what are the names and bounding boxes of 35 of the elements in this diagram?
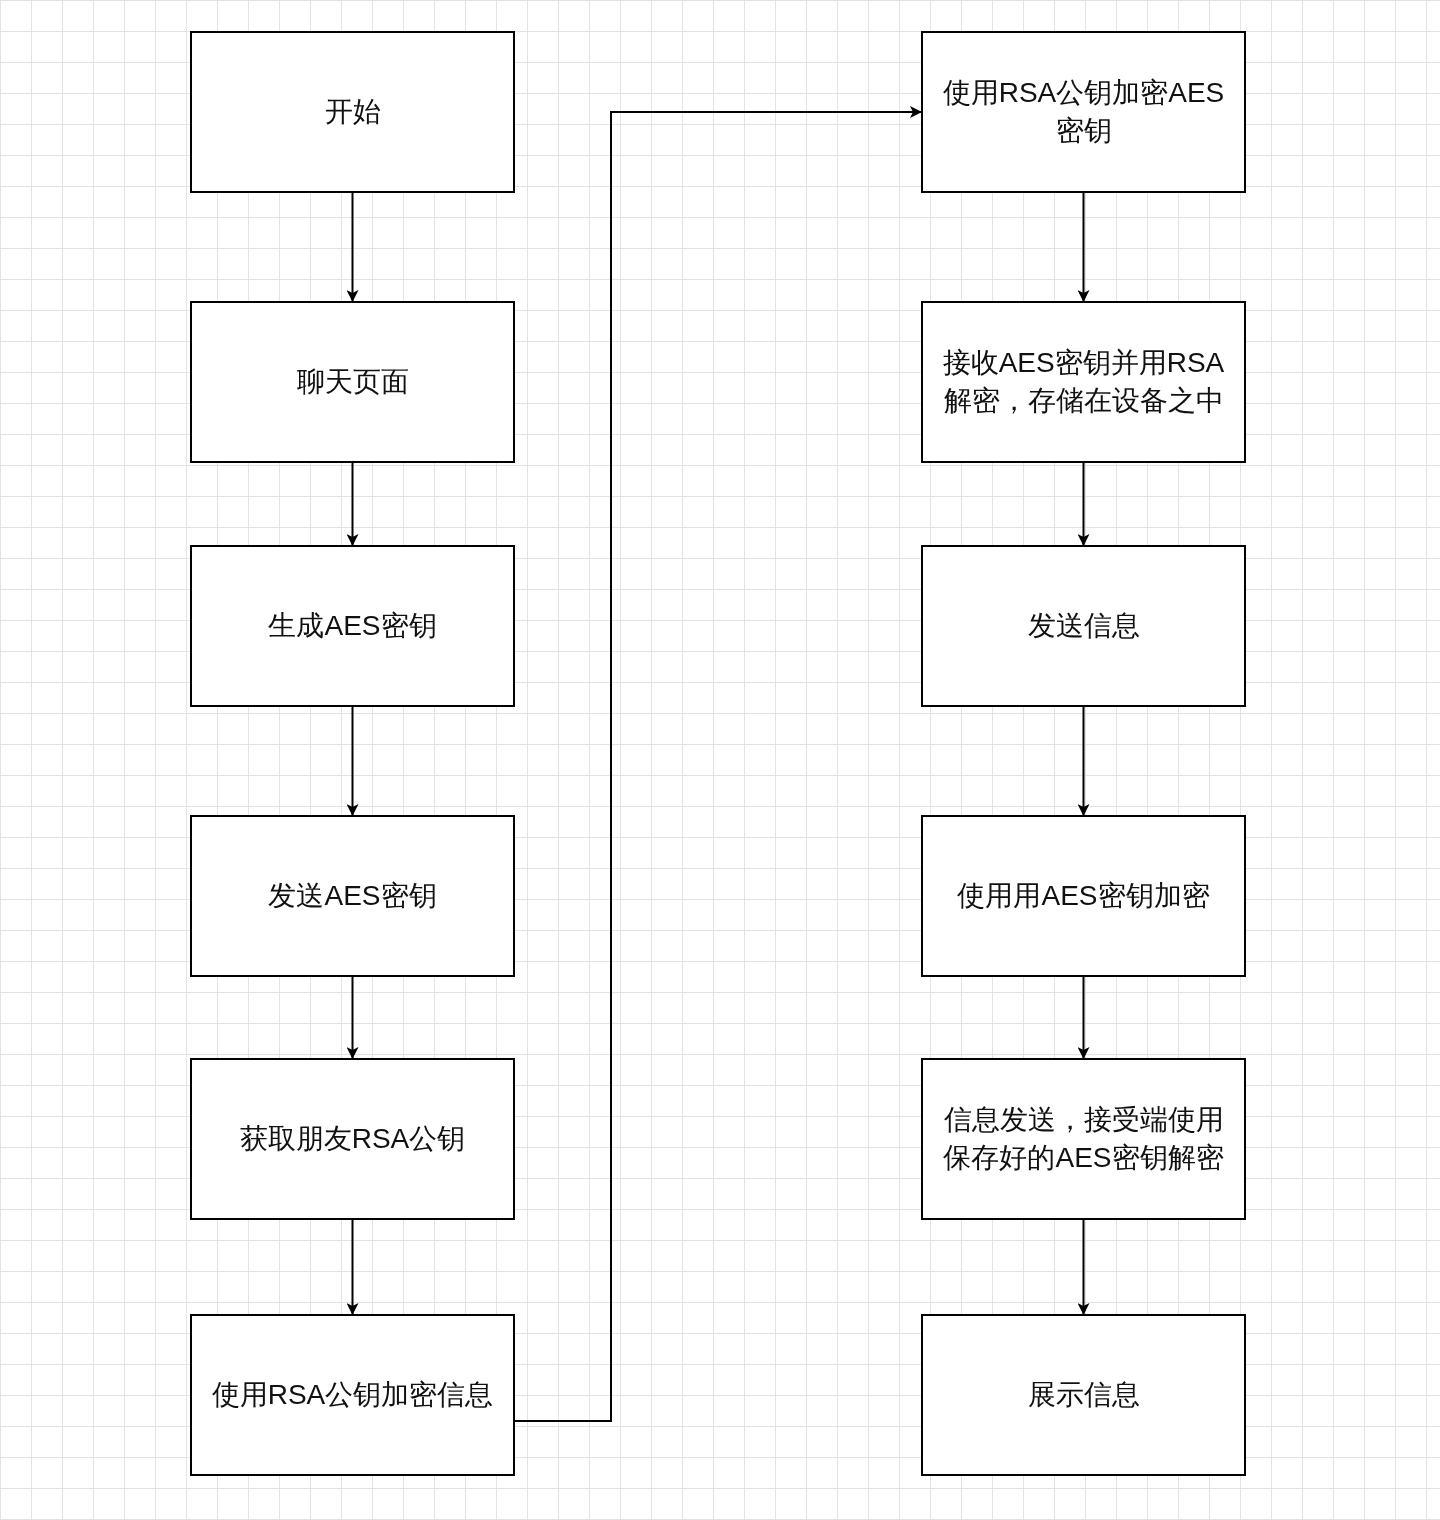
process-box (921, 815, 1246, 977)
process-box (190, 1314, 515, 1476)
box-text: 展示信息 (1027, 1378, 1140, 1412)
arrow (1077, 976, 1090, 1059)
box-text: 使用用AES密钥加密 (957, 879, 1210, 913)
arrow (1077, 1219, 1090, 1315)
process-box (921, 31, 1246, 193)
box-text: 聊天页面 (296, 365, 409, 399)
arrow (346, 462, 359, 546)
box-text: 生成AES密钥 (268, 609, 437, 643)
arrow (346, 976, 359, 1059)
process-box (190, 545, 515, 707)
box-text: 开始 (324, 95, 381, 129)
arrow (1077, 706, 1090, 816)
process-box (190, 815, 515, 977)
process-box (921, 545, 1246, 707)
arrow (346, 1219, 359, 1315)
box-text: 获取朋友RSA公钥 (239, 1122, 466, 1156)
box-text: 发送信息 (1027, 609, 1140, 643)
arrow (346, 706, 359, 816)
box-text: 使用RSA公钥加密信息 (211, 1378, 494, 1412)
arrow (1077, 462, 1090, 546)
arrow (1077, 192, 1090, 302)
process-box (921, 1058, 1246, 1220)
process-box (921, 301, 1246, 463)
process-box (921, 1314, 1246, 1476)
process-box (190, 31, 515, 193)
box-text: 使用RSA公钥加密AES密钥 (941, 76, 1226, 148)
box-text: 发送AES密钥 (268, 879, 437, 913)
arrow (346, 192, 359, 302)
arrow (514, 106, 922, 1422)
process-box (190, 1058, 515, 1220)
process-box (190, 301, 515, 463)
box-text: 接收AES密钥并用RSA解密，存储在设备之中 (941, 346, 1226, 418)
box-text: 信息发送，接受端使用保存好的AES密钥解密 (942, 1103, 1225, 1175)
